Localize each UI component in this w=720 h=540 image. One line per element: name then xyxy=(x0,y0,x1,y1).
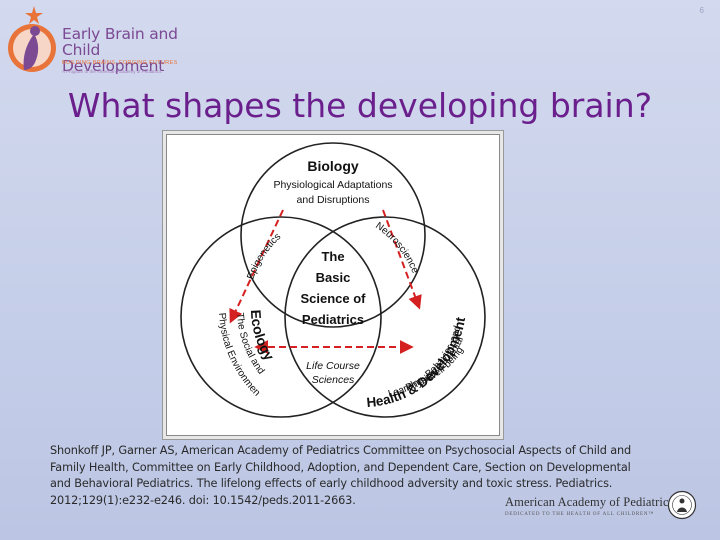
logo-subline: A Program of the American Academy of Ped… xyxy=(62,69,162,74)
biology-circle xyxy=(240,142,426,328)
arrow-biology-to-ecology xyxy=(229,209,284,324)
neuroscience-text: Neuroscience xyxy=(373,220,420,275)
citation-line2: Family Health, Committee on Early Childh… xyxy=(50,460,631,474)
arrow-biology-to-health xyxy=(382,209,422,310)
epigenetics-label: Epigenetics xyxy=(245,231,283,281)
center-line4: Pediatrics xyxy=(302,312,364,327)
center-line3: Science of xyxy=(300,291,366,306)
logo-title: Early Brain and Child Development xyxy=(62,26,204,74)
aap-logo-name: American Academy of Pediatrics xyxy=(505,495,674,509)
health-circle xyxy=(284,216,486,418)
biology-sub2: and Disruptions xyxy=(297,194,370,206)
life-course-line1: Life Course xyxy=(306,360,360,372)
venn-diagram-svg: Biology Physiological Adaptations and Di… xyxy=(167,135,486,418)
logo-title-line1: Early Brain and xyxy=(62,25,178,43)
aap-seal-icon xyxy=(667,490,697,520)
ebcd-logo-mark-icon xyxy=(8,6,56,72)
center-line2: Basic xyxy=(316,270,351,285)
aap-logo-sub: DEDICATED TO THE HEALTH OF ALL CHILDREN™ xyxy=(505,512,655,517)
life-course-line2: Sciences xyxy=(312,374,355,386)
venn-diagram: Biology Physiological Adaptations and Di… xyxy=(166,134,500,436)
page-number: 6 xyxy=(699,6,704,15)
center-line1: The xyxy=(321,249,344,264)
citation-line3: and Behavioral Pediatrics. The lifelong … xyxy=(50,477,613,491)
ecology-circle xyxy=(180,216,382,418)
logo-title-line2: Child Development xyxy=(62,41,165,75)
citation-line1: Shonkoff JP, Garner AS, American Academy… xyxy=(50,444,632,457)
page-title: What shapes the developing brain? xyxy=(67,86,653,125)
neuroscience-label: Neuroscience xyxy=(373,220,420,275)
epigenetics-text: Epigenetics xyxy=(245,231,283,281)
citation: Shonkoff JP, Garner AS, American Academy… xyxy=(50,443,665,509)
ebcd-logo[interactable]: Early Brain and Child Development BUILDI… xyxy=(4,4,204,80)
biology-heading: Biology xyxy=(307,158,359,174)
logo-tagline: BUILDING BRAINS, FORGING FUTURES xyxy=(62,60,178,66)
citation-line4: 2012;129(1):e232-e246. doi: 10.1542/peds… xyxy=(50,493,356,507)
biology-sub1: Physiological Adaptations xyxy=(273,179,392,191)
